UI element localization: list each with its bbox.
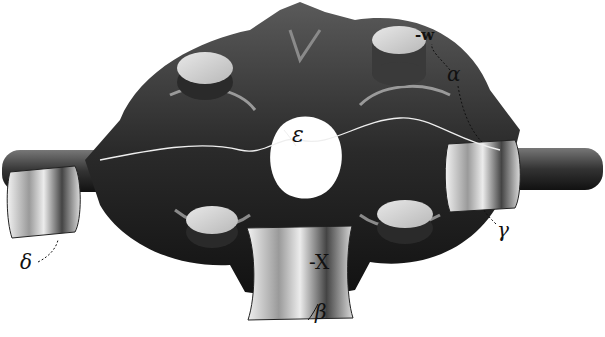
region-label: ε [292, 124, 304, 146]
site-label: -w [415, 28, 434, 43]
region-label: δ [20, 252, 32, 272]
region-label: γ [497, 220, 509, 240]
region-label: α [447, 64, 461, 84]
site-label: -X [309, 252, 329, 272]
region-label: β [315, 302, 327, 322]
